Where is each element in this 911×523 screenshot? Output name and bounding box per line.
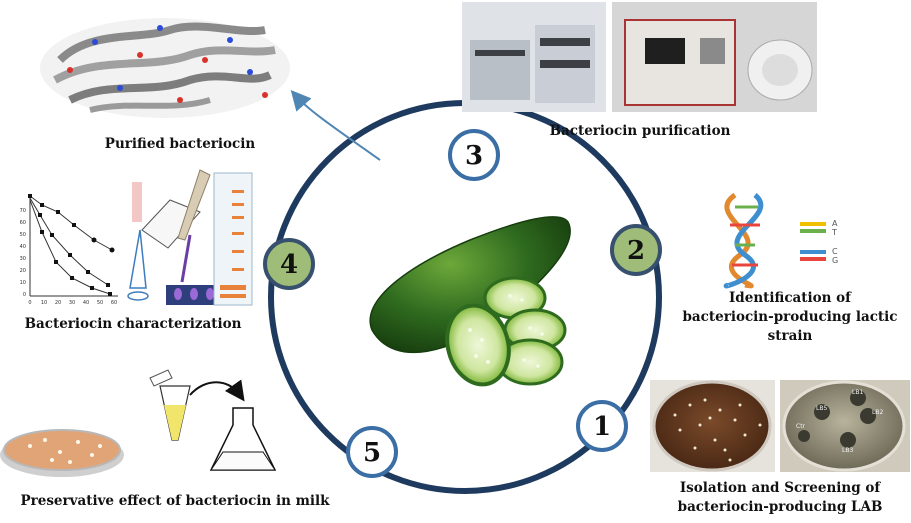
step-2-caption-line-1: Identification of xyxy=(729,290,852,306)
isolation-plates-photo xyxy=(650,380,910,472)
dna-helix-illustration xyxy=(723,192,826,289)
protein-structure-illustration xyxy=(40,18,290,118)
plate-label-ctr: Ctr xyxy=(796,423,806,430)
plate-label-lb1: LB1 xyxy=(852,389,863,396)
step-2-caption-line-2: bacteriocin-producing lactic xyxy=(682,309,897,325)
step-4-number: 4 xyxy=(280,250,298,280)
dna-label-c: C xyxy=(832,247,838,256)
step-4-marker: 4 xyxy=(263,238,315,290)
y-tick-label: 60 xyxy=(20,220,26,226)
step-4-caption: Bacteriocin characterization xyxy=(25,316,242,332)
step-1-number: 1 xyxy=(593,412,611,442)
step-1-caption-line-2: bacteriocin-producing LAB xyxy=(678,499,883,515)
step-2-caption-line-3: strain xyxy=(768,328,813,344)
step-3-caption: Bacteriocin purification xyxy=(550,123,731,139)
x-tick-label: 50 xyxy=(97,300,103,306)
x-tick-label: 10 xyxy=(41,300,47,306)
x-tick-label: 40 xyxy=(83,300,89,306)
y-tick-label: 0 xyxy=(23,292,26,298)
step-3-marker: 3 xyxy=(448,129,500,181)
characterization-plot-x-ticks: 0 10 20 30 40 50 60 xyxy=(28,300,117,306)
plate-label-lb3: LB3 xyxy=(842,447,853,454)
dna-label-g: G xyxy=(832,256,838,265)
y-tick-label: 30 xyxy=(20,256,26,262)
x-tick-label: 30 xyxy=(69,300,75,306)
purification-equipment-photo xyxy=(462,2,817,112)
characterization-plot-y-ticks: 70 60 50 40 30 20 10 0 xyxy=(20,208,26,298)
step-3-number: 3 xyxy=(465,141,483,171)
plate-label-lb5: LB5 xyxy=(816,405,827,412)
step-5-caption: Preservative effect of bacteriocin in mi… xyxy=(20,493,330,509)
dna-label-t: T xyxy=(831,228,837,237)
purified-bacteriocin-label: Purified bacteriocin xyxy=(105,136,256,152)
y-tick-label: 40 xyxy=(20,244,26,250)
characterization-line-plot xyxy=(28,194,118,297)
x-tick-label: 60 xyxy=(111,300,117,306)
milk-preservation-illustration xyxy=(0,369,277,477)
arrow-to-purified-bacteriocin xyxy=(290,89,381,161)
y-tick-label: 20 xyxy=(20,268,26,274)
step-2-number: 2 xyxy=(627,236,645,266)
cucumber-illustration xyxy=(369,216,571,387)
step-1-caption-line-1: Isolation and Screening of xyxy=(680,480,882,496)
y-tick-label: 70 xyxy=(20,208,26,214)
y-tick-label: 50 xyxy=(20,232,26,238)
step-5-number: 5 xyxy=(363,438,381,468)
gel-electrophoresis-illustration xyxy=(127,169,253,306)
x-tick-label: 0 xyxy=(28,300,31,306)
y-tick-label: 10 xyxy=(20,280,26,286)
step-2-marker: 2 xyxy=(610,224,662,276)
step-1-marker: 1 xyxy=(576,400,628,452)
step-5-marker: 5 xyxy=(346,426,398,478)
dna-label-a: A xyxy=(832,219,838,228)
plate-label-lb2: LB2 xyxy=(872,409,883,416)
x-tick-label: 20 xyxy=(55,300,61,306)
